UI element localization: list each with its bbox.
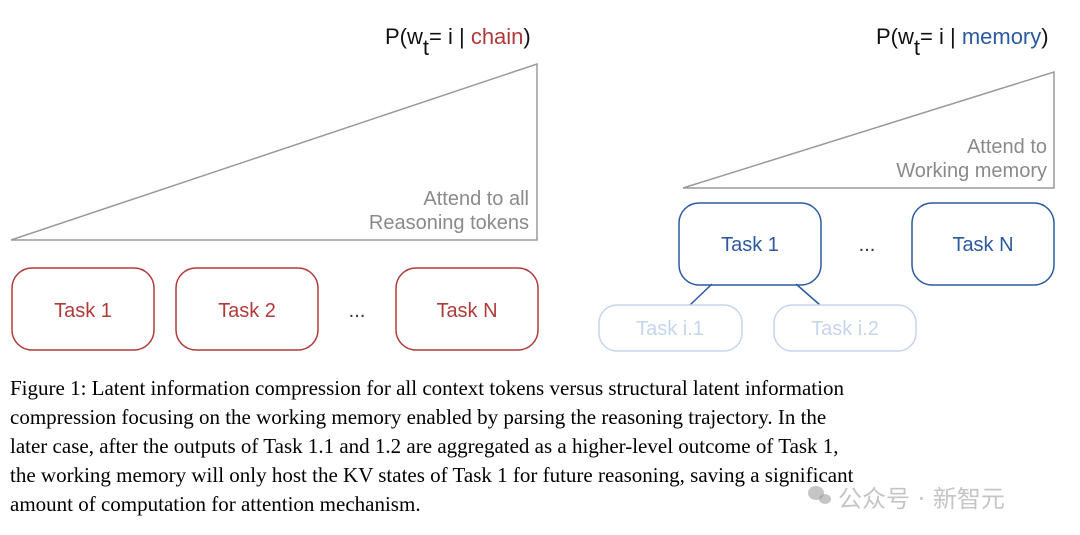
left-attention-label-line2: Reasoning tokens — [369, 212, 529, 234]
caption-line: Figure 1: Latent information compression… — [10, 376, 844, 400]
figure-diagram: P(wt= i | chain) Attend to all Reasoning… — [10, 24, 1055, 352]
subtask-box-2: Task i.2 — [773, 304, 917, 352]
subtask-label-1: Task i.1 — [636, 318, 704, 340]
connector-line-left — [689, 283, 713, 306]
figure-caption: Figure 1: Latent information compression… — [10, 374, 1070, 519]
right-task-label-n: Task N — [952, 234, 1013, 256]
left-formula: P(wt= i | chain) — [385, 24, 531, 60]
caption-line: later case, after the outputs of Task 1.… — [10, 434, 839, 458]
right-attention-label-line2: Working memory — [896, 160, 1047, 182]
subtask-box-1: Task i.1 — [598, 304, 743, 352]
left-task-label-2: Task 2 — [218, 300, 276, 322]
right-task-ellipsis: ... — [859, 234, 876, 256]
caption-line: the working memory will only host the KV… — [10, 463, 854, 487]
left-panel: P(wt= i | chain) Attend to all Reasoning… — [10, 24, 539, 351]
subtask-label-2: Task i.2 — [811, 318, 879, 340]
left-task-label-1: Task 1 — [54, 300, 112, 322]
left-task-box-1: Task 1 — [11, 267, 155, 351]
right-attention-label-line1: Attend to — [967, 136, 1047, 158]
caption-line: amount of computation for attention mech… — [10, 492, 421, 516]
right-formula: P(wt= i | memory) — [876, 24, 1049, 60]
right-task-box-1: Task 1 — [678, 202, 822, 286]
connector-line-right — [795, 283, 821, 306]
left-attention-triangle — [10, 62, 538, 241]
right-panel: P(wt= i | memory) Attend to Working memo… — [598, 24, 1055, 352]
left-task-label-n: Task N — [436, 300, 497, 322]
caption-line: compression focusing on the working memo… — [10, 405, 827, 429]
right-task-box-n: Task N — [911, 202, 1055, 286]
left-task-box-n: Task N — [395, 267, 539, 351]
left-attention-label-line1: Attend to all — [423, 188, 529, 210]
right-task-label-1: Task 1 — [721, 234, 779, 256]
right-attention-triangle — [682, 70, 1055, 189]
left-task-box-2: Task 2 — [175, 267, 319, 351]
left-task-ellipsis: ... — [349, 300, 366, 322]
